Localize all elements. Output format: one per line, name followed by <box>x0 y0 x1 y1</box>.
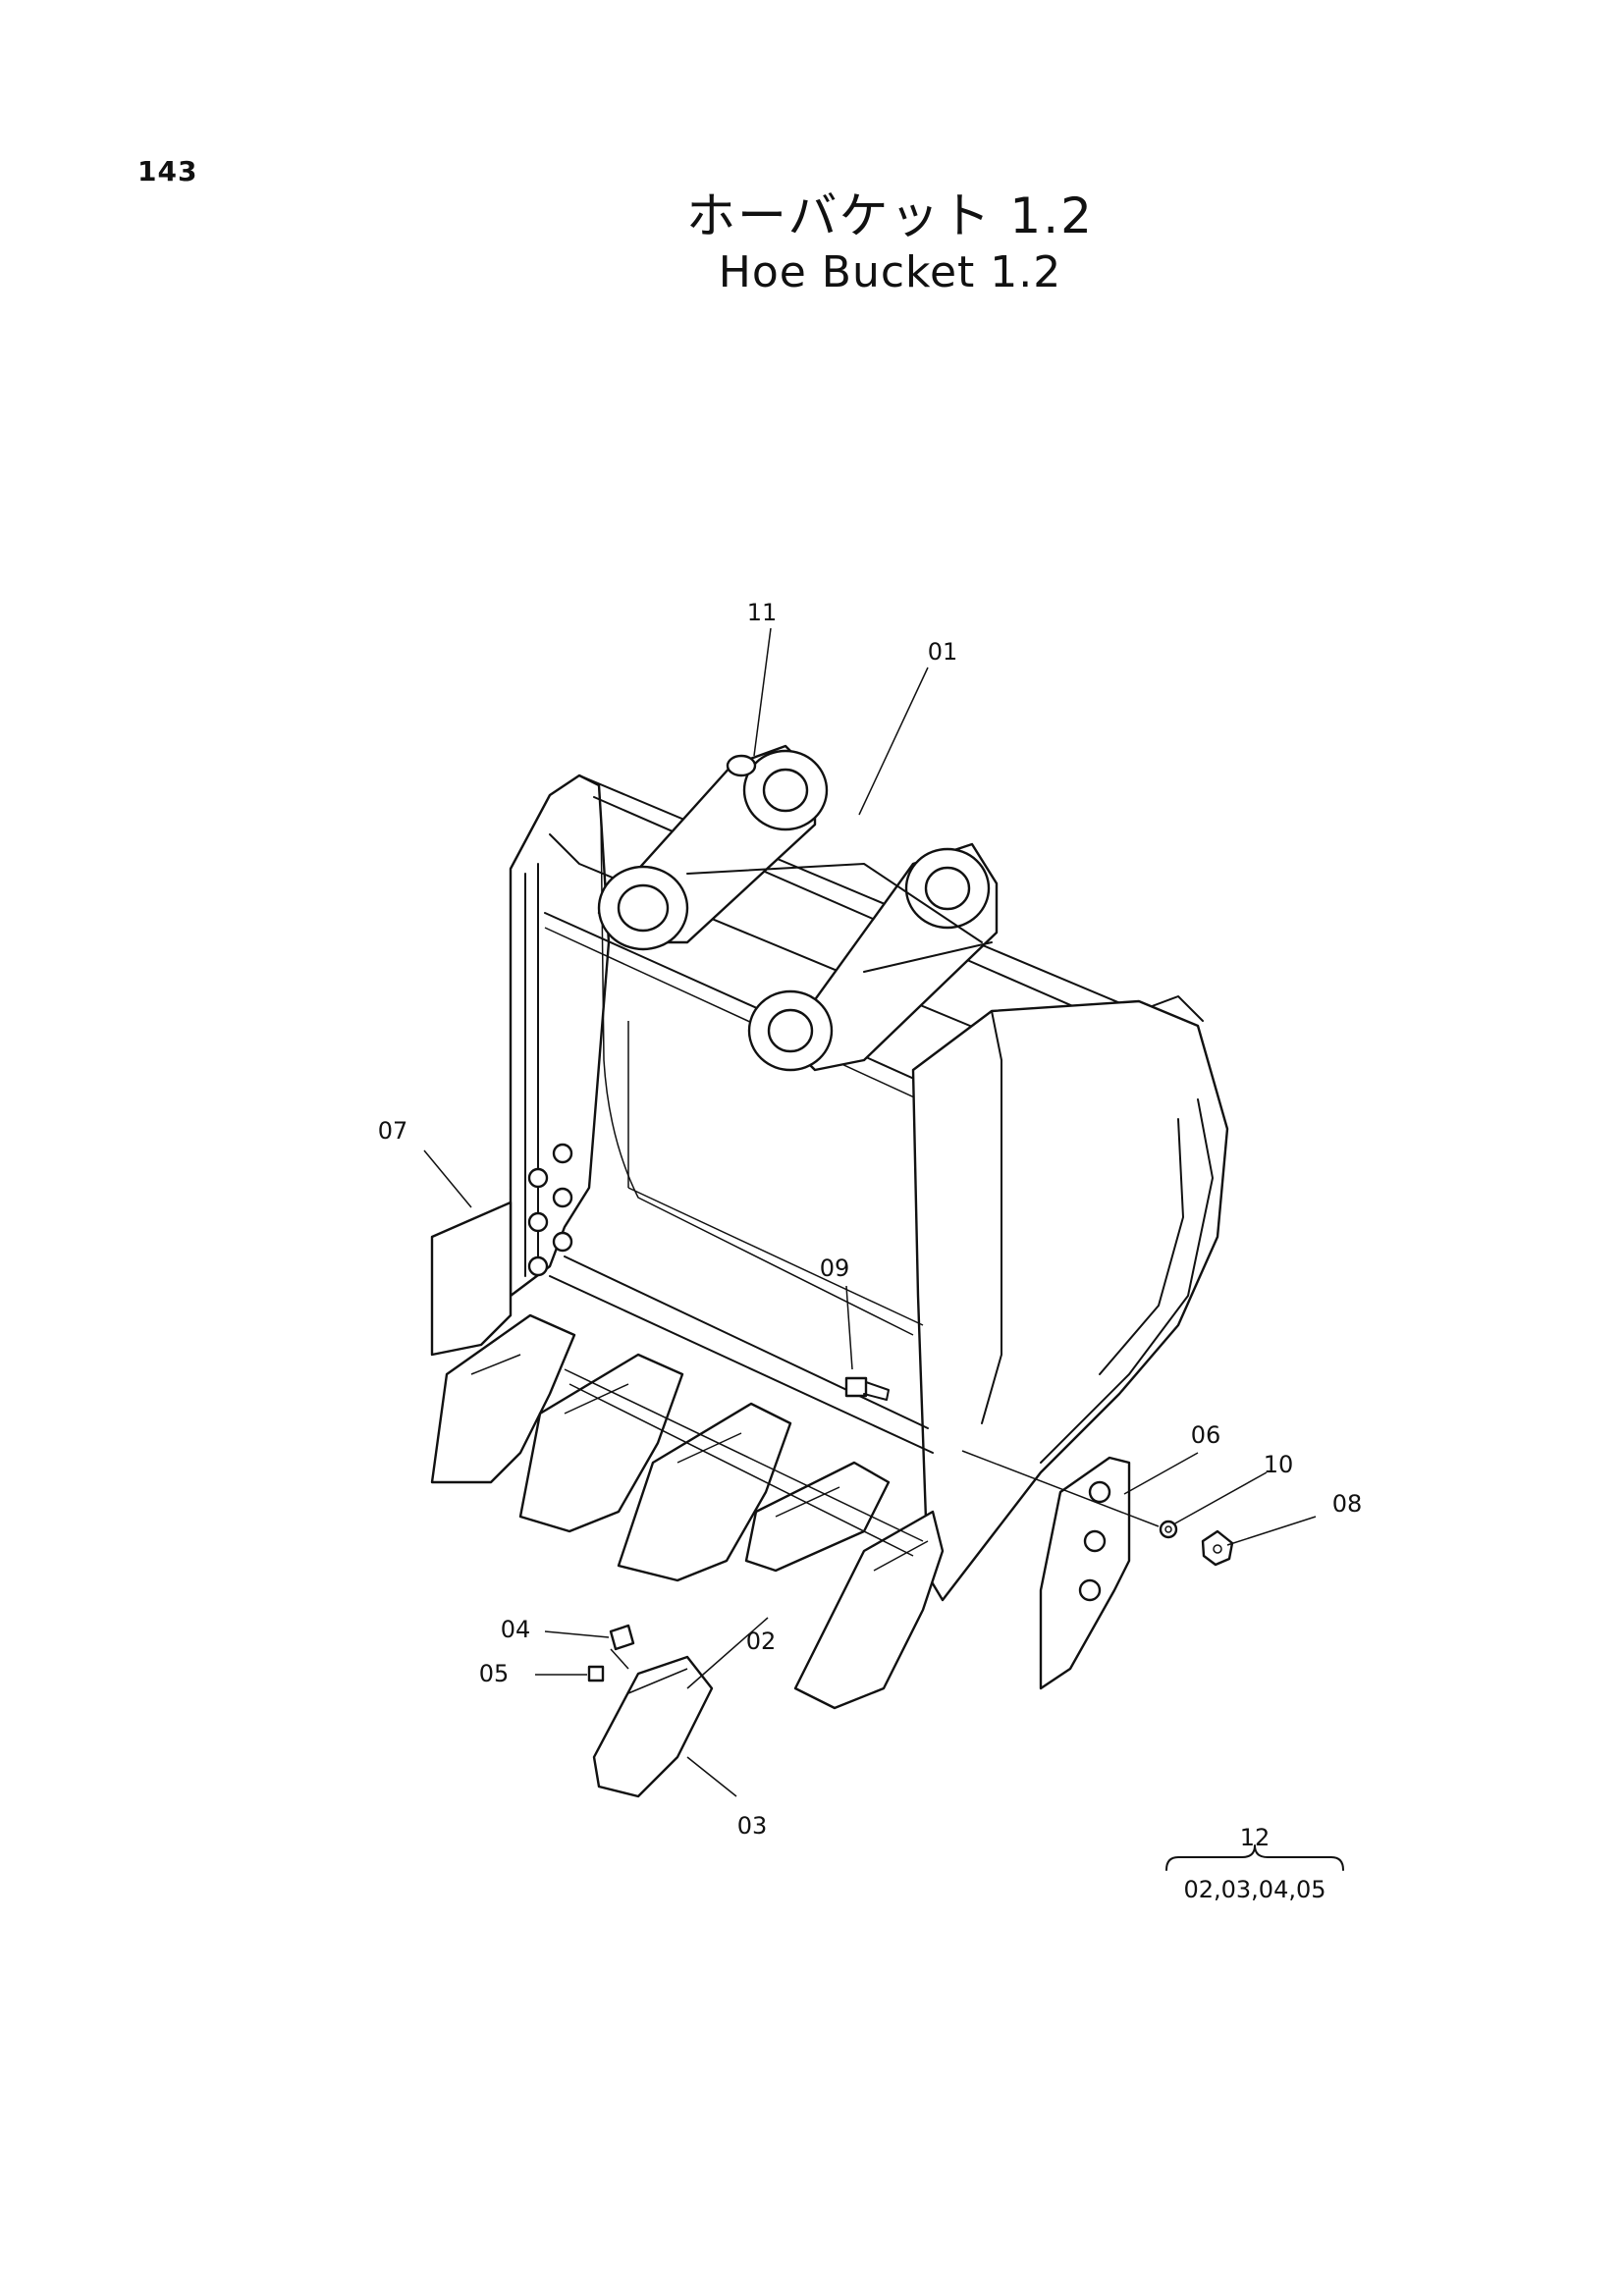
side-cutter-left <box>430 1201 513 1357</box>
mounting-bosses <box>597 744 999 1072</box>
title-japanese: ホーバケット 1.2 <box>686 187 1094 244</box>
assembly-brace <box>1165 1844 1344 1871</box>
callout-02: 02 <box>746 1628 777 1655</box>
leader-lines <box>423 627 1317 1797</box>
title-block: ホーバケット 1.2 Hoe Bucket 1.2 <box>0 187 1623 300</box>
callout-01: 01 <box>928 638 958 666</box>
pin-04 <box>609 1624 635 1651</box>
callout-04: 04 <box>501 1616 531 1643</box>
title-english: Hoe Bucket 1.2 <box>718 247 1062 297</box>
assembly-components: 02,03,04,05 <box>1183 1876 1325 1903</box>
callout-07: 07 <box>378 1117 408 1145</box>
callout-05: 05 <box>479 1660 510 1687</box>
nut-08 <box>1201 1529 1234 1567</box>
bucket-teeth <box>430 1313 945 1710</box>
assembly-callout: 12 02,03,04,05 <box>1165 1824 1344 1903</box>
callout-08: 08 <box>1332 1490 1363 1518</box>
callout-03: 03 <box>737 1812 768 1840</box>
callout-labels: 11 01 07 09 06 10 08 04 05 02 03 <box>378 599 1363 1840</box>
lock-05 <box>587 1665 605 1682</box>
callout-11: 11 <box>747 599 778 626</box>
bolt-09 <box>844 1376 890 1401</box>
side-plate-bolt-holes <box>527 1143 573 1277</box>
page-number: 143 <box>137 155 198 187</box>
callout-10: 10 <box>1264 1451 1294 1478</box>
side-cutter-right <box>961 1450 1160 1690</box>
tooth-03 <box>592 1655 714 1798</box>
callout-06: 06 <box>1191 1421 1221 1449</box>
callout-09: 09 <box>820 1255 850 1282</box>
washer-10 <box>1159 1520 1178 1539</box>
